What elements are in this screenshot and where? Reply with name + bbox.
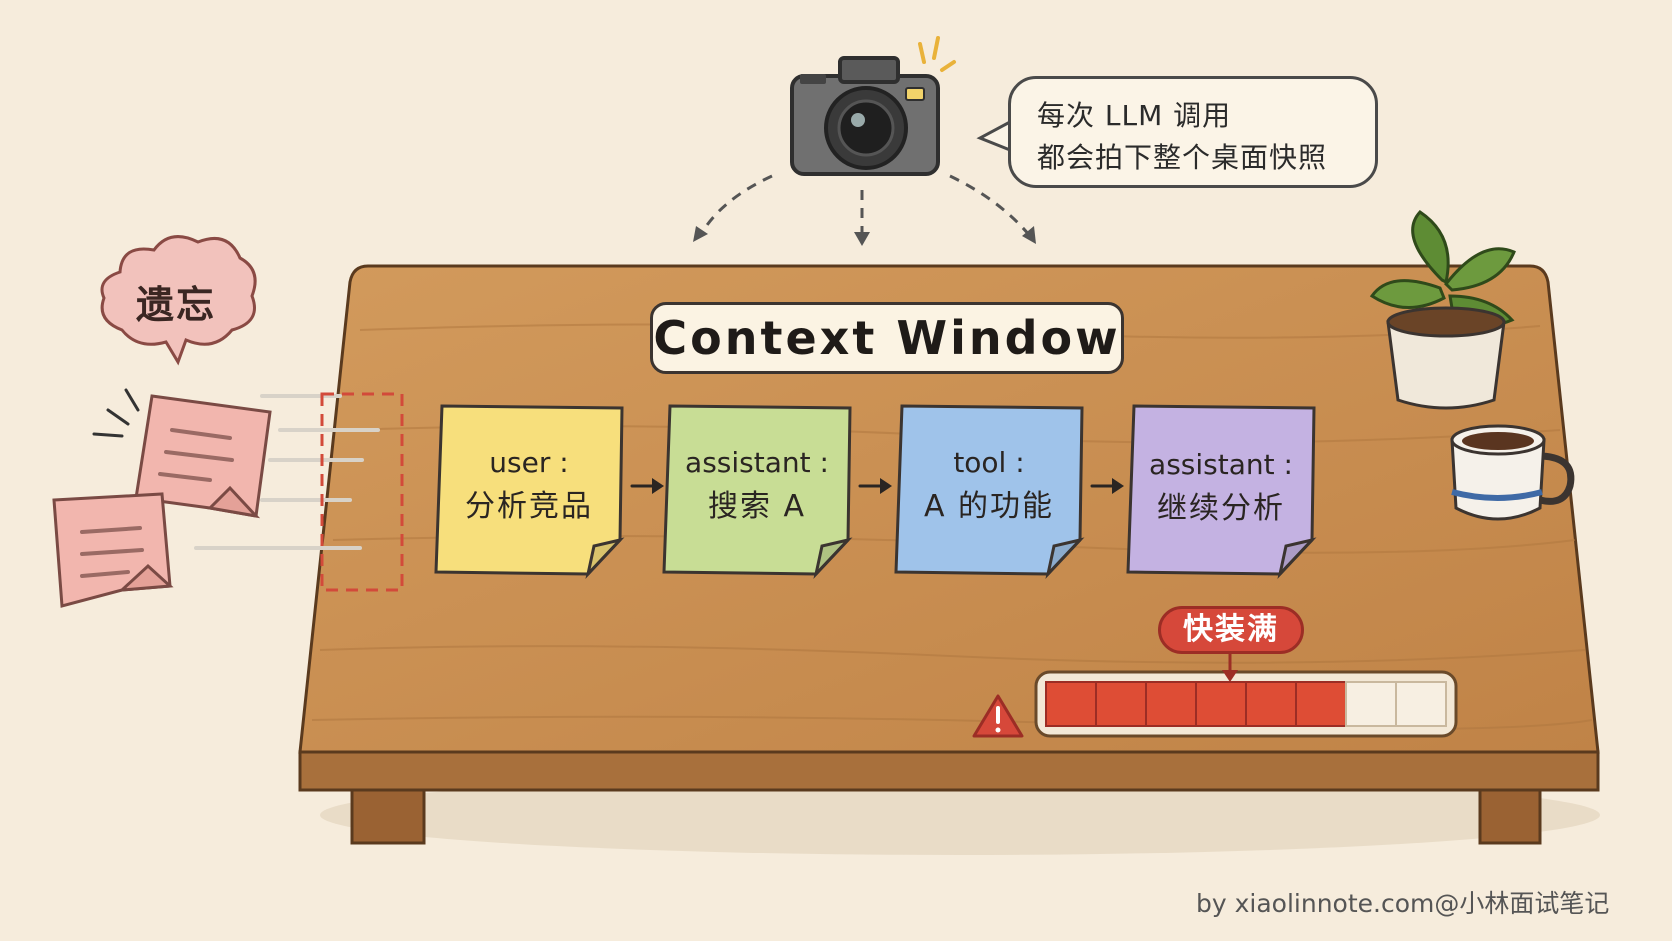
sticky-note-icon xyxy=(52,492,174,608)
capacity-segment-filled xyxy=(1295,681,1347,727)
message-note-user: user : 分析竞品 xyxy=(436,404,622,572)
table-edge xyxy=(298,750,1600,792)
message-note-assistant-2: assistant : 继续分析 xyxy=(1128,406,1314,574)
capacity-segment-filled xyxy=(1095,681,1147,727)
note-role: tool : xyxy=(953,446,1025,479)
message-note-tool: tool : A 的功能 xyxy=(896,404,1082,572)
capacity-segment-filled xyxy=(1245,681,1297,727)
capacity-segment-filled xyxy=(1195,681,1247,727)
camera-caption-line-1: 每次 LLM 调用 xyxy=(1037,99,1232,132)
note-content: 搜索 A xyxy=(707,489,807,524)
warning-icon xyxy=(972,694,1024,738)
sticky-note-icon xyxy=(134,394,272,519)
capacity-bar xyxy=(1034,670,1458,738)
context-window-title: Context Window xyxy=(650,302,1124,374)
forget-label: 遗忘 xyxy=(135,283,216,327)
note-role: user : xyxy=(489,446,569,479)
plant-icon xyxy=(1369,210,1516,410)
capacity-segment-filled xyxy=(1045,681,1097,727)
note-role: assistant : xyxy=(1149,448,1293,481)
capacity-warning-label: 快装满 xyxy=(1158,606,1304,654)
camera-caption-bubble: 每次 LLM 调用 都会拍下整个桌面快照 xyxy=(1008,76,1378,188)
camera-icon xyxy=(790,56,940,176)
sticky-note-shape xyxy=(662,404,853,579)
sticky-note-shape xyxy=(894,404,1085,579)
table-leg-left xyxy=(350,783,426,845)
sticky-note-shape xyxy=(1126,404,1317,579)
table-leg-right xyxy=(1478,783,1542,845)
sticky-note-shape xyxy=(434,404,625,579)
note-content: A 的功能 xyxy=(923,489,1055,524)
capacity-segment-filled xyxy=(1145,681,1197,727)
camera-caption-line-2: 都会拍下整个桌面快照 xyxy=(1037,141,1328,174)
credit-text: by xiaolinnote.com@小林面试笔记 xyxy=(1196,889,1610,918)
message-note-assistant: assistant : 搜索 A xyxy=(664,404,850,572)
coffee-cup-icon xyxy=(1450,424,1575,521)
note-content: 分析竞品 xyxy=(465,489,593,524)
forget-cloud xyxy=(100,235,257,366)
capacity-segment-empty xyxy=(1395,681,1447,727)
note-role: assistant : xyxy=(685,446,829,479)
note-content: 继续分析 xyxy=(1157,491,1285,526)
capacity-segment-empty xyxy=(1345,681,1397,727)
